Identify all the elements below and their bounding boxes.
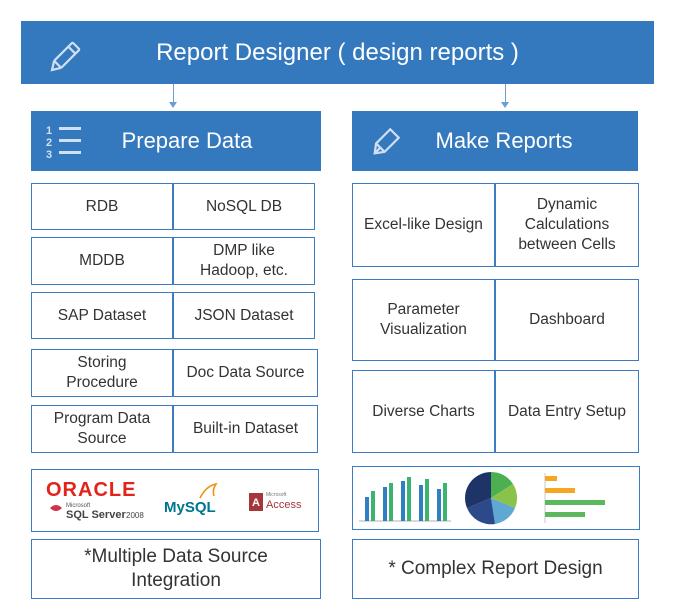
- bar-chart-thumbnail: [359, 477, 451, 522]
- cell-dashboard: Dashboard: [495, 279, 639, 361]
- list-digit-2: 2: [46, 137, 52, 149]
- page-title: Report Designer ( design reports ): [156, 38, 519, 66]
- cell-program-data-source: Program Data Source: [31, 405, 173, 453]
- cell-dmp-hadoop: DMP like Hadoop, etc.: [173, 237, 315, 285]
- svg-text:A: A: [252, 497, 260, 509]
- svg-text:SQL Server: SQL Server: [66, 509, 126, 521]
- pen-nib-icon: [366, 122, 406, 167]
- complex-report-design-note: * Complex Report Design: [352, 539, 639, 599]
- cell-doc-data-source: Doc Data Source: [173, 349, 318, 397]
- cell-rdb: RDB: [31, 183, 173, 230]
- header-banner: Report Designer ( design reports ): [21, 21, 654, 84]
- arrow-left-line: [173, 84, 174, 102]
- svg-text:MySQL: MySQL: [164, 499, 216, 516]
- multiple-data-source-note: *Multiple Data Source Integration: [31, 539, 321, 599]
- prepare-data-banner: 1 2 3 Prepare Data: [31, 111, 321, 171]
- prepare-data-title: Prepare Data: [121, 128, 253, 153]
- make-reports-title: Make Reports: [435, 128, 573, 153]
- svg-text:Access: Access: [266, 499, 302, 511]
- sqlserver-logo: Microsoft SQL Server 2008: [50, 503, 144, 521]
- arrow-right-line: [505, 84, 506, 102]
- svg-text:Microsoft: Microsoft: [266, 492, 287, 498]
- cell-data-entry-setup: Data Entry Setup: [495, 370, 639, 453]
- oracle-logo: ORACLE: [46, 479, 136, 501]
- pie-chart-thumbnail: [465, 471, 518, 525]
- cell-diverse-charts: Diverse Charts: [352, 370, 495, 453]
- cell-mddb: MDDB: [31, 237, 173, 285]
- cell-parameter-visualization: Parameter Visualization: [352, 279, 495, 361]
- cell-excel-like-design: Excel-like Design: [352, 183, 495, 267]
- list-digit-3: 3: [46, 149, 52, 161]
- arrow-right-head: [501, 102, 509, 108]
- database-logos-box: ORACLE Microsoft SQL Server 2008 MySQL A…: [31, 469, 319, 532]
- list-digit-1: 1: [46, 125, 52, 137]
- make-reports-banner: Make Reports: [352, 111, 638, 171]
- horizontal-bar-thumbnail: [544, 473, 605, 523]
- cell-sap-dataset: SAP Dataset: [31, 292, 173, 339]
- arrow-left-head: [169, 102, 177, 108]
- cell-dynamic-calculations: Dynamic Calculations between Cells: [495, 183, 639, 267]
- cell-built-in-dataset: Built-in Dataset: [173, 405, 318, 453]
- cell-storing-procedure: Storing Procedure: [31, 349, 173, 397]
- pencil-icon: [47, 33, 91, 78]
- cell-nosql-db: NoSQL DB: [173, 183, 315, 230]
- svg-text:Microsoft: Microsoft: [66, 503, 91, 509]
- mysql-logo: MySQL: [164, 482, 218, 516]
- cell-json-dataset: JSON Dataset: [173, 292, 315, 339]
- svg-text:2008: 2008: [126, 511, 144, 520]
- chart-thumbnails-box: [352, 466, 640, 530]
- numbered-list-icon: 1 2 3: [45, 123, 83, 166]
- access-logo: A Microsoft Access: [249, 492, 302, 511]
